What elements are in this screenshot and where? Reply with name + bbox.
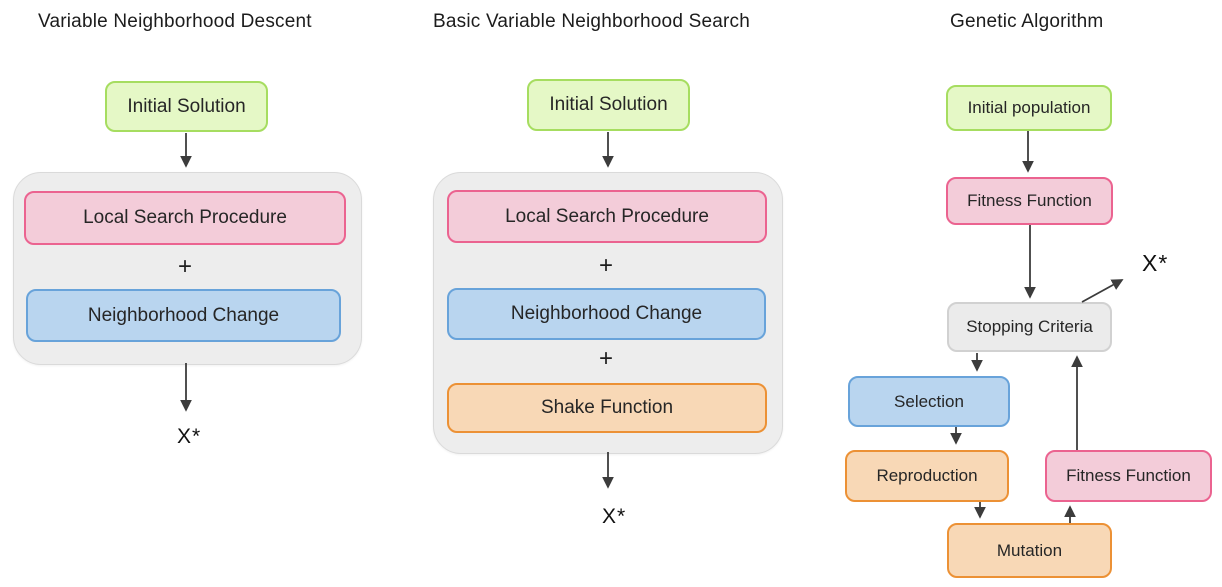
bvns-plus-sign-1: + bbox=[599, 252, 614, 279]
ga-fitness-function-top-node: Fitness Function bbox=[946, 177, 1113, 225]
bvns-output-label: X* bbox=[602, 505, 627, 528]
ga-fitness-function-right-node: Fitness Function bbox=[1045, 450, 1212, 502]
bvns-shake-function-node: Shake Function bbox=[447, 383, 767, 433]
bvns-diagram-title: Basic Variable Neighborhood Search bbox=[433, 11, 750, 32]
ga-diagram-title: Genetic Algorithm bbox=[950, 11, 1104, 32]
ga-initial-population-node: Initial population bbox=[946, 85, 1112, 131]
vnd-local-search-node: Local Search Procedure bbox=[24, 191, 346, 245]
vnd-diagram-title: Variable Neighborhood Descent bbox=[38, 11, 312, 32]
ga-reproduction-node: Reproduction bbox=[845, 450, 1009, 502]
bvns-neighborhood-change-node: Neighborhood Change bbox=[447, 288, 766, 340]
vnd-output-label: X* bbox=[177, 425, 202, 448]
ga-stopping-criteria-node: Stopping Criteria bbox=[947, 302, 1112, 352]
vnd-initial-solution-node: Initial Solution bbox=[105, 81, 268, 132]
bvns-local-search-node: Local Search Procedure bbox=[447, 190, 767, 243]
arrow-ga-stopping-to-output bbox=[1081, 279, 1124, 303]
ga-output-label: X* bbox=[1142, 250, 1169, 276]
vnd-plus-sign: + bbox=[178, 253, 193, 280]
vnd-neighborhood-change-node: Neighborhood Change bbox=[26, 289, 341, 342]
ga-selection-node: Selection bbox=[848, 376, 1010, 427]
bvns-initial-solution-node: Initial Solution bbox=[527, 79, 690, 131]
bvns-plus-sign-2: + bbox=[599, 345, 614, 372]
ga-mutation-node: Mutation bbox=[947, 523, 1112, 578]
